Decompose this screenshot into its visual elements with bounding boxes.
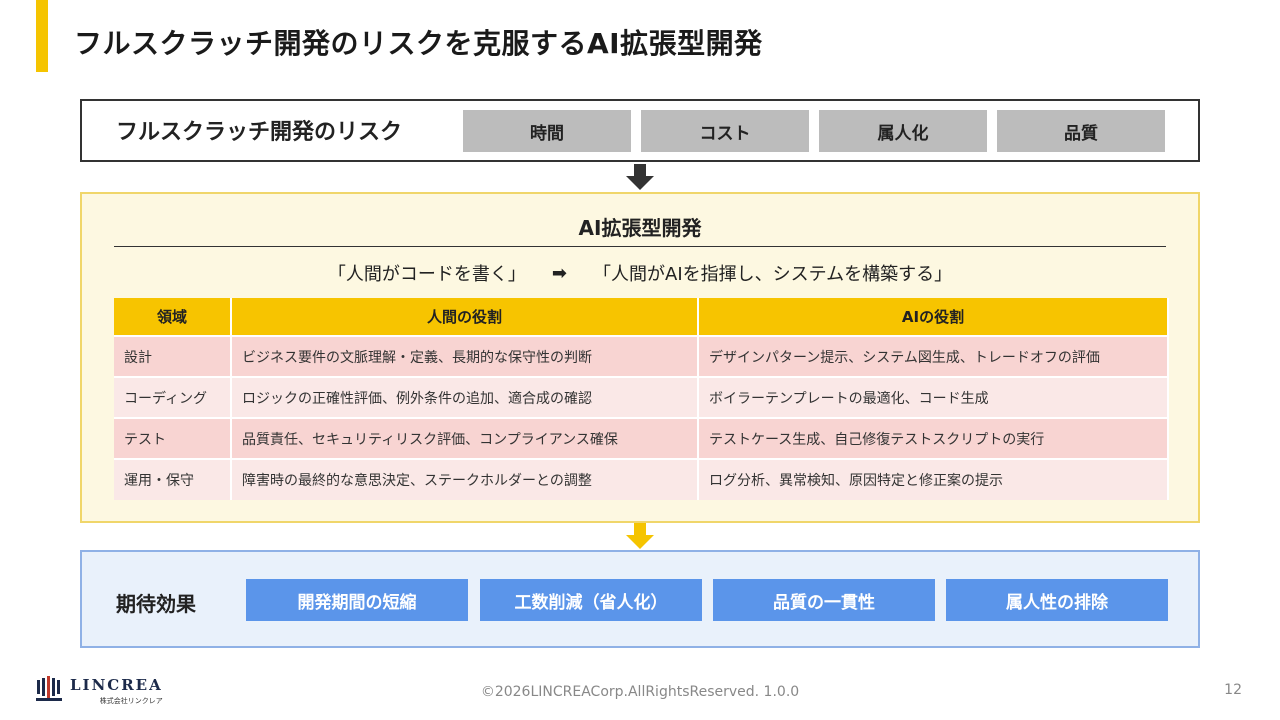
table-cell: ボイラーテンプレートの最適化、コード生成 <box>698 376 1169 418</box>
risk-chip-dependency: 属人化 <box>819 110 987 152</box>
paradigm-shift: 「人間がコードを書く」 ➡ 「人間がAIを指揮し、システムを構築する」 <box>82 260 1198 286</box>
ai-augmented-section: AI拡張型開発 「人間がコードを書く」 ➡ 「人間がAIを指揮し、システムを構築… <box>80 192 1200 523</box>
table-cell: テストケース生成、自己修復テストスクリプトの実行 <box>698 417 1169 459</box>
arrow-down-icon <box>626 523 654 549</box>
table-cell: テスト <box>114 417 232 459</box>
page-title: フルスクラッチ開発のリスクを克服するAI拡張型開発 <box>74 27 763 60</box>
table-cell: 障害時の最終的な意思決定、ステークホルダーとの調整 <box>231 458 699 500</box>
header-domain: 領域 <box>114 298 232 336</box>
table-cell: ログ分析、異常検知、原因特定と修正案の提示 <box>698 458 1169 500</box>
risk-chip-quality: 品質 <box>997 110 1165 152</box>
ai-section-title: AI拡張型開発 <box>578 216 702 240</box>
header-human-role: 人間の役割 <box>231 298 699 336</box>
effect-chip: 工数削減（省人化） <box>480 579 702 621</box>
table-row: 設計 ビジネス要件の文脈理解・定義、長期的な保守性の判断 デザインパターン提示、… <box>114 335 1169 377</box>
logo-mark-icon <box>36 676 62 701</box>
title-accent-bar <box>36 0 48 72</box>
table-cell: ロジックの正確性評価、例外条件の追加、適合成の確認 <box>231 376 699 418</box>
effects-label: 期待効果 <box>116 592 196 616</box>
table-row: 運用・保守 障害時の最終的な意思決定、ステークホルダーとの調整 ログ分析、異常検… <box>114 458 1169 500</box>
logo-name: LINCREA <box>70 676 163 694</box>
table-cell: 品質責任、セキュリティリスク評価、コンプライアンス確保 <box>231 417 699 459</box>
table-cell: 運用・保守 <box>114 458 232 500</box>
risk-box: フルスクラッチ開発のリスク 時間 コスト 属人化 品質 <box>80 99 1200 162</box>
effect-chip: 開発期間の短縮 <box>246 579 468 621</box>
risk-chip-cost: コスト <box>641 110 809 152</box>
page-number: 12 <box>1224 682 1242 698</box>
divider <box>114 246 1166 247</box>
right-arrow-icon: ➡ <box>551 262 567 284</box>
table-cell: コーディング <box>114 376 232 418</box>
table-row: コーディング ロジックの正確性評価、例外条件の追加、適合成の確認 ボイラーテンプ… <box>114 376 1169 418</box>
shift-from: 「人間がコードを書く」 <box>327 264 526 285</box>
table-cell: デザインパターン提示、システム図生成、トレードオフの評価 <box>698 335 1169 377</box>
table-row: テスト 品質責任、セキュリティリスク評価、コンプライアンス確保 テストケース生成… <box>114 417 1169 459</box>
risk-label: フルスクラッチ開発のリスク <box>116 120 403 145</box>
roles-table: 領域 人間の役割 AIの役割 設計 ビジネス要件の文脈理解・定義、長期的な保守性… <box>114 298 1169 500</box>
copyright: ©2026LINCREACorp.AllRightsReserved. 1.0.… <box>480 684 800 700</box>
arrow-down-icon <box>626 164 654 190</box>
effect-chip: 品質の一貫性 <box>713 579 935 621</box>
effect-chip: 属人性の排除 <box>946 579 1168 621</box>
table-cell: 設計 <box>114 335 232 377</box>
header-ai-role: AIの役割 <box>698 298 1169 336</box>
risk-chip-time: 時間 <box>463 110 631 152</box>
shift-to: 「人間がAIを指揮し、システムを構築する」 <box>593 264 953 285</box>
company-logo: LINCREA 株式会社リンクレア <box>36 676 163 706</box>
expected-effects-box: 期待効果 開発期間の短縮 工数削減（省人化） 品質の一貫性 属人性の排除 <box>80 550 1200 648</box>
table-cell: ビジネス要件の文脈理解・定義、長期的な保守性の判断 <box>231 335 699 377</box>
logo-subtitle: 株式会社リンクレア <box>99 697 163 705</box>
table-header-row: 領域 人間の役割 AIの役割 <box>114 298 1169 336</box>
